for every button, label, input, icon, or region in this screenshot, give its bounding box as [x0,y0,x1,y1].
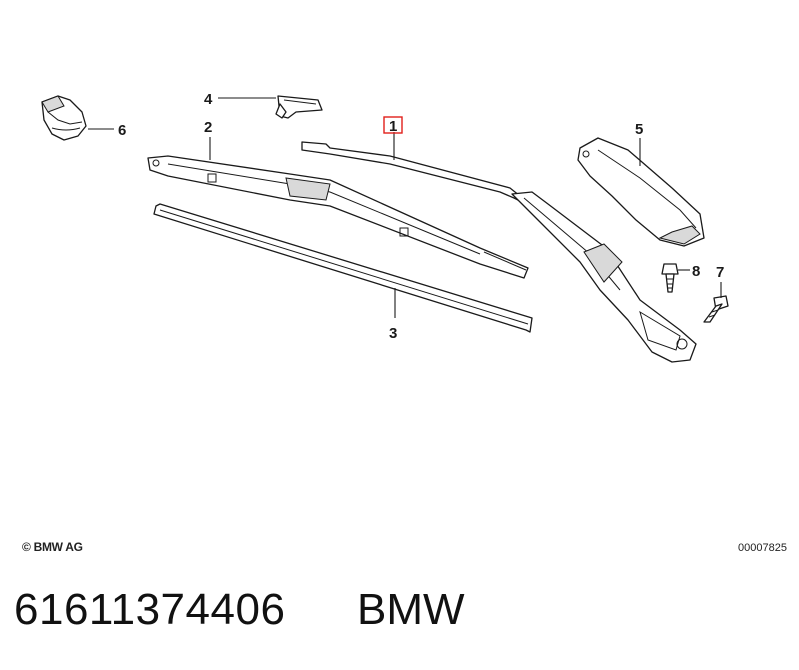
footer-part-number: 61611374406 [14,585,286,634]
callout-6: 6 [118,122,126,139]
callout-7: 7 [716,264,724,281]
part-3-wiper-rubber[interactable] [153,203,533,333]
diagram-code: 00007825 [738,542,787,554]
part-4-clip[interactable] [275,95,323,119]
callout-5: 5 [635,121,643,138]
callout-8: 8 [692,263,700,280]
callout-1-highlight-box [383,116,403,134]
part-7-bolt[interactable] [703,295,729,323]
callout-4: 4 [204,91,213,108]
part-1-wiper-arm[interactable] [301,141,697,363]
part-2-wiper-blade[interactable] [147,155,529,279]
copyright-notice: © BMW AG [22,540,83,554]
part-6-cap[interactable] [41,95,87,141]
part-8-nut[interactable] [661,263,679,293]
part-5-cover[interactable] [577,137,705,247]
footer-brand: BMW [357,585,465,634]
callout-3: 3 [389,325,397,342]
callout-1: 1 [389,118,397,135]
callout-2: 2 [204,119,212,136]
